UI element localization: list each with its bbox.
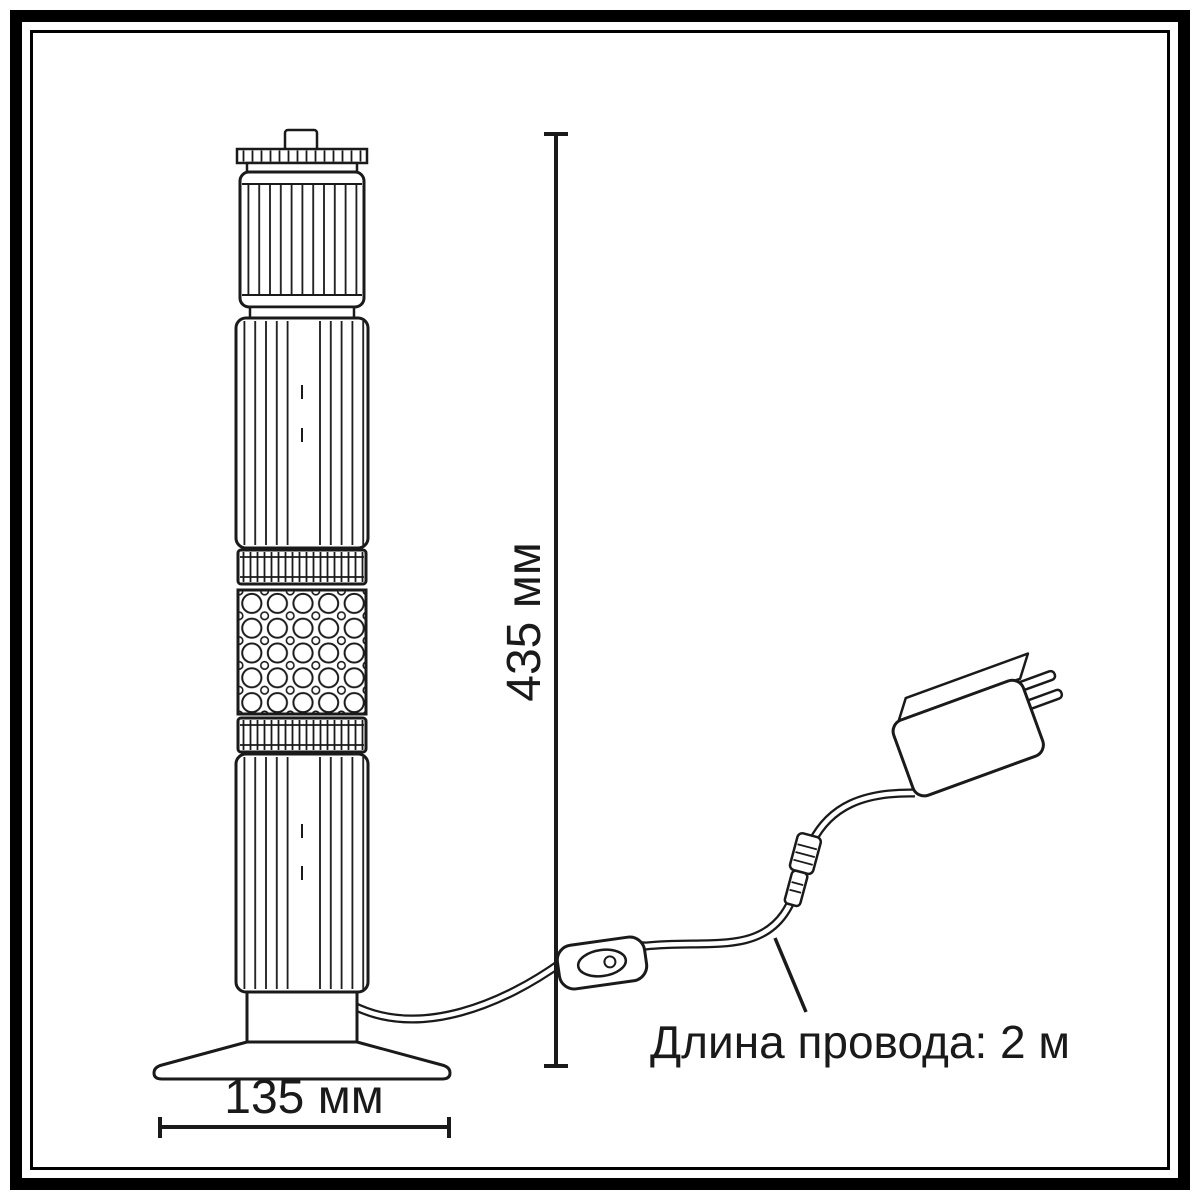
inner-frame: 435 мм 135 мм Длина провода: 2 м: [30, 30, 1170, 1170]
power-adapter: [891, 652, 1064, 798]
switch-rocker: [576, 948, 628, 978]
cable-core: [350, 790, 916, 1022]
connector-ridge-2: [795, 851, 816, 859]
cable-connector: [783, 831, 823, 908]
adapter-body: [891, 678, 1045, 798]
base-plate: [152, 1040, 452, 1081]
diagram-canvas: 435 мм 135 мм Длина провода: 2 м: [152, 128, 1070, 1138]
upper-shade-ribs: [243, 185, 361, 294]
connector-lower: [783, 869, 809, 908]
connector-ridge-3: [793, 858, 813, 866]
connector-upper: [788, 831, 823, 876]
annotation-leader-line: [773, 937, 808, 1013]
connector-ridge-5: [789, 888, 802, 894]
switch-button: [603, 955, 617, 969]
height-dimension-label: 435 мм: [498, 542, 551, 701]
power-cable: [349, 788, 916, 1024]
cable-length-label: Длина провода: 2 м: [650, 1016, 1070, 1068]
inline-switch: [555, 935, 649, 991]
outer-frame: 435 мм 135 мм Длина провода: 2 м: [10, 10, 1190, 1190]
cable-length-annotation: Длина провода: 2 м: [650, 937, 1070, 1068]
lamp-drawing: [152, 128, 452, 1081]
width-dimension-label: 135 мм: [224, 1071, 383, 1124]
base-neck: [245, 990, 359, 1044]
cable-outline: [349, 788, 916, 1024]
connector-ridge-4: [791, 881, 804, 886]
neck-band: [248, 305, 356, 320]
top-cap-ticks: [239, 150, 365, 162]
connector-ridge-1: [797, 843, 818, 851]
crystal-band-pattern: [239, 591, 365, 713]
height-dimension: 435 мм: [498, 132, 568, 1068]
width-dimension: 135 мм: [158, 1071, 451, 1138]
